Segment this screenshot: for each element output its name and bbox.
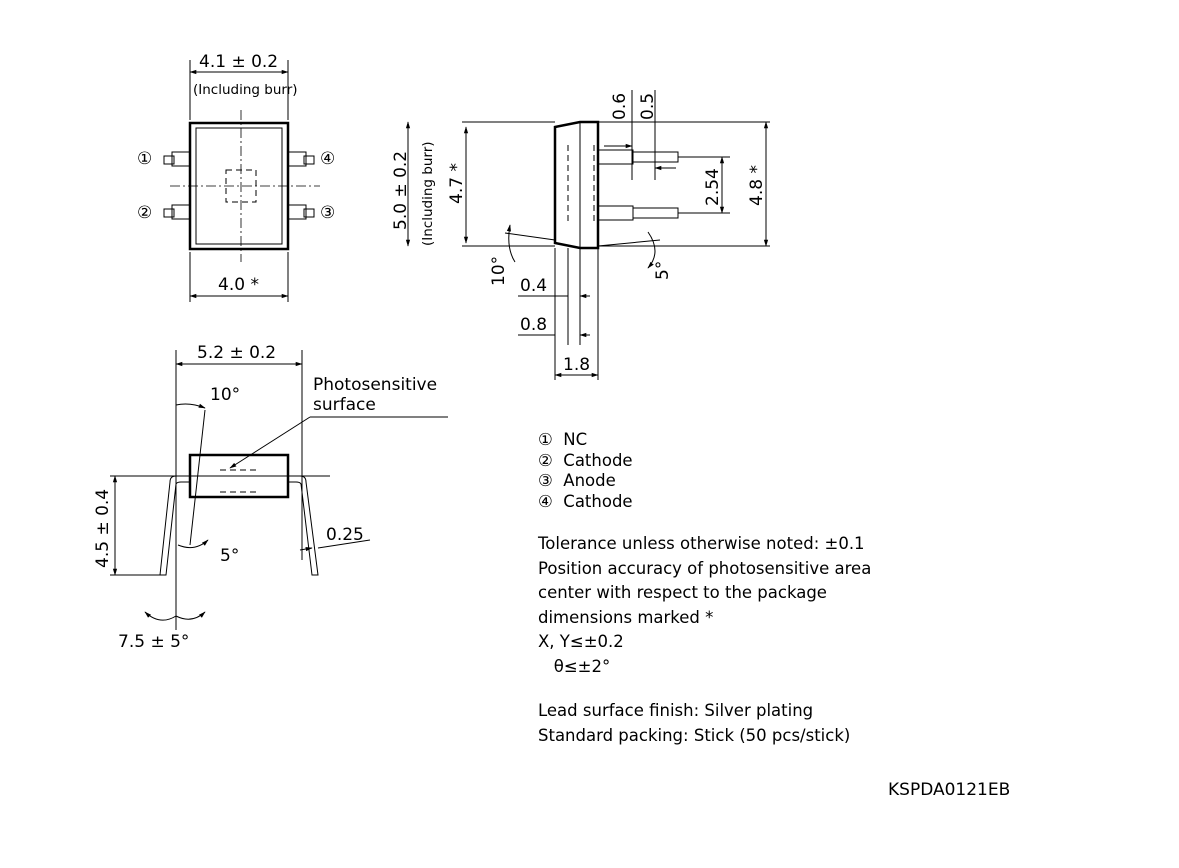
top-view: ① ② ④ ③ 4.1 ± 0.2 (Including burr) 4.0 * (137, 52, 335, 302)
side-height-dim: 5.0 ± 0.2 (391, 151, 411, 230)
side-angle-10: 10° (489, 256, 509, 286)
drawing-code: KSPDA0121EB (888, 780, 1011, 800)
finish-note: Lead surface finish: Silver plating (538, 701, 814, 720)
lead-thickness-025: 0.25 (326, 525, 364, 545)
lead-thickness-05: 0.5 (638, 93, 658, 120)
packing-note: Standard packing: Stick (50 pcs/stick) (538, 725, 851, 745)
dim-18: 1.8 (563, 355, 590, 375)
tolerance-note: Tolerance unless otherwise noted: ±0.1 (538, 534, 865, 553)
position-note-3: dimensions marked * (538, 607, 714, 627)
legend-num: ③ (538, 471, 553, 490)
side-height-note: (Including burr) (420, 141, 436, 246)
dim-08: 0.8 (520, 315, 547, 335)
spread-angle-dim: 7.5 ± 5° (118, 632, 189, 652)
legend-num: ① (538, 430, 553, 449)
legend-item-1: ① NC (538, 430, 871, 451)
pin-2-label: ② (137, 203, 152, 223)
legend-label: NC (563, 430, 588, 449)
xy-tolerance: X, Y≤±0.2 (538, 632, 624, 651)
surface-label-1: Photosensitive (313, 375, 437, 395)
position-note-1: Position accuracy of photosensitive area (538, 558, 872, 578)
front-angle-10: 10° (210, 385, 240, 405)
surface-label-2: surface (313, 395, 376, 415)
top-width-dim: 4.1 ± 0.2 (199, 52, 278, 72)
legend-num: ② (538, 450, 553, 470)
lead-pitch-dim: 2.54 (703, 168, 723, 206)
legend-num: ④ (538, 491, 553, 511)
theta-tolerance: θ≤±2° (538, 656, 611, 676)
pin-3-label: ③ (320, 203, 335, 223)
side-view-body (553, 120, 600, 250)
legend-item-2: ② Cathode (538, 451, 871, 472)
photosensitive-area (225, 169, 257, 203)
pin-1-label: ① (137, 149, 152, 169)
side-inner-dim: 4.7 * (447, 163, 467, 204)
side-angle-5: 5° (653, 261, 673, 280)
pin-4-label: ④ (320, 149, 335, 169)
lead-thickness-06: 0.6 (610, 93, 630, 120)
legend-label: Cathode (563, 491, 633, 511)
legend-item-3: ③ Anode (538, 471, 871, 492)
bottom-width-dim: 4.0 * (218, 275, 259, 295)
notes-block: ① NC ② Cathode ③ Anode ④ Cathode Toleran… (538, 430, 871, 746)
legend-label: Cathode (563, 450, 633, 470)
side-view: 5.0 ± 0.2 (Including burr) 4.7 * 0.6 0.5… (391, 90, 770, 380)
lead-span-dim: 4.8 * (747, 165, 767, 206)
top-width-note: (Including burr) (193, 82, 298, 98)
legend-item-4: ④ Cathode (538, 492, 871, 513)
front-width-dim: 5.2 ± 0.2 (197, 343, 276, 363)
front-view: 5.2 ± 0.2 Photosensitive surface 10° 4.5… (93, 343, 448, 652)
dim-04: 0.4 (520, 276, 547, 296)
position-note-2: center with respect to the package (538, 583, 827, 602)
front-angle-5: 5° (220, 546, 239, 566)
front-height-dim: 4.5 ± 0.4 (93, 489, 113, 568)
legend-label: Anode (563, 471, 616, 490)
